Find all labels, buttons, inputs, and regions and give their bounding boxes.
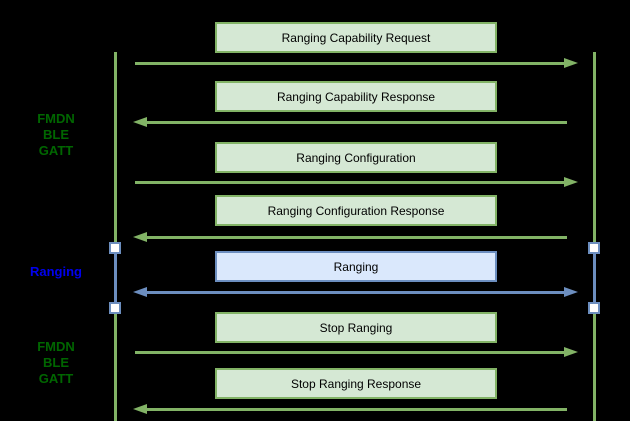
arrow-ranging-configuration-response — [133, 232, 578, 242]
message-box-ranging-capability-response: Ranging Capability Response — [215, 81, 497, 112]
phase-label-fmdn-ble-gatt-bottom: FMDN BLE GATT — [37, 339, 75, 386]
message-box-stop-ranging-response: Stop Ranging Response — [215, 368, 497, 399]
arrowhead-right-icon — [564, 58, 578, 68]
arrow-stop-ranging — [133, 347, 578, 357]
phase-label-ranging: Ranging — [30, 264, 82, 279]
arrowhead-right-icon — [564, 177, 578, 187]
arrow-shaft — [146, 120, 567, 124]
phase-label-fmdn-ble-gatt-top: FMDN BLE GATT — [37, 111, 75, 158]
lifeline-left — [114, 52, 117, 421]
arrow-ranging-bidirectional — [133, 287, 578, 297]
arrowhead-left-icon — [133, 232, 147, 242]
ranging-session-segment-right — [593, 248, 596, 308]
ranging-start-marker-left — [109, 242, 121, 254]
message-box-stop-ranging: Stop Ranging — [215, 312, 497, 343]
arrowhead-left-icon — [133, 404, 147, 414]
arrowhead-right-icon — [564, 347, 578, 357]
ranging-session-segment-left — [114, 248, 117, 308]
arrow-ranging-configuration — [133, 177, 578, 187]
message-box-ranging-configuration-response: Ranging Configuration Response — [215, 195, 497, 226]
arrow-shaft — [146, 290, 565, 294]
ranging-end-marker-right — [588, 302, 600, 314]
arrowhead-left-icon — [133, 117, 147, 127]
arrow-ranging-capability-response — [133, 117, 578, 127]
arrow-shaft — [135, 350, 565, 354]
ranging-start-marker-right — [588, 242, 600, 254]
message-box-ranging-configuration: Ranging Configuration — [215, 142, 497, 173]
arrow-shaft — [135, 180, 565, 184]
arrowhead-right-icon — [564, 287, 578, 297]
arrow-stop-ranging-response — [133, 404, 578, 414]
ranging-end-marker-left — [109, 302, 121, 314]
message-box-ranging: Ranging — [215, 251, 497, 282]
message-box-ranging-capability-request: Ranging Capability Request — [215, 22, 497, 53]
lifeline-right — [593, 52, 596, 421]
arrow-shaft — [146, 407, 567, 411]
arrow-ranging-capability-request — [133, 58, 578, 68]
arrow-shaft — [146, 235, 567, 239]
arrowhead-left-icon — [133, 287, 147, 297]
arrow-shaft — [135, 61, 565, 65]
